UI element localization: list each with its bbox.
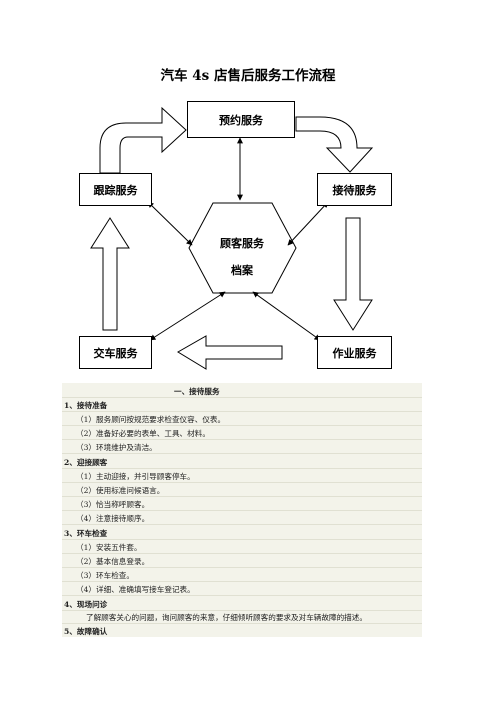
section-title: 5、故障确认 xyxy=(64,627,108,636)
list-item: （4）注意接待顺序。 xyxy=(62,513,422,525)
block-arrow-operation-to-delivery xyxy=(177,335,283,370)
flow-diagram xyxy=(90,106,374,370)
table-header: 一、接待服务 xyxy=(62,386,422,398)
block-arrow-reservation-to-reception xyxy=(295,116,374,173)
section-title: 4、现场问诊 xyxy=(62,599,422,611)
section-title: 1、接待准备 xyxy=(62,400,422,412)
list-item: （1）安装五件套。 xyxy=(62,542,422,554)
list-item: （2）使用标准问候语言。 xyxy=(62,485,422,497)
list-item: （4）详细、准确填写接车登记表。 xyxy=(62,584,422,596)
block-arrow-reception-to-operation xyxy=(333,217,373,331)
block-arrow-delivery-to-followup xyxy=(90,217,130,331)
procedure-table: 一、接待服务 1、接待准备 （1）服务顾问按规范要求检查仪容、仪表。 （2）准备… xyxy=(62,383,422,637)
list-item: （1）服务顾问按规范要求检查仪容、仪表。 xyxy=(62,414,422,426)
archive-label-line2: 档案 xyxy=(231,264,253,277)
page-title: 汽车 4s 店售后服务工作流程 xyxy=(160,68,336,84)
list-item: （3）环境维护及清洁。 xyxy=(62,442,422,454)
list-item: 了解顾客关心的问题，询问顾客的来意，仔细倾听顾客的要求及对车辆故障的描述。 xyxy=(62,612,422,624)
connector-followup-archive xyxy=(147,201,193,246)
follow-up-service-box: 跟踪服务 xyxy=(79,173,152,206)
archive-label-line1: 顾客服务 xyxy=(220,237,264,250)
operation-service-box: 作业服务 xyxy=(317,336,392,369)
connector-operation-archive xyxy=(252,291,321,341)
section-title: 2、迎接顾客 xyxy=(62,457,422,469)
list-item: （1）主动迎接，并引导顾客停车。 xyxy=(62,471,422,483)
section-title: 3、环车检查 xyxy=(62,528,422,540)
reception-service-box: 接待服务 xyxy=(317,173,392,206)
block-arrow-followup-to-reservation xyxy=(99,106,187,174)
list-item: （2）准备好必要的表单、工具、材料。 xyxy=(62,428,422,440)
list-item: （3）恰当称呼顾客。 xyxy=(62,499,422,511)
delivery-service-box: 交车服务 xyxy=(79,336,152,369)
connector-delivery-archive xyxy=(149,291,226,341)
reservation-service-box: 预约服务 xyxy=(187,101,295,138)
connector-reception-archive xyxy=(287,201,329,246)
list-item: （2）基本信息登录。 xyxy=(62,556,422,568)
list-item: （3）环车检查。 xyxy=(62,570,422,582)
